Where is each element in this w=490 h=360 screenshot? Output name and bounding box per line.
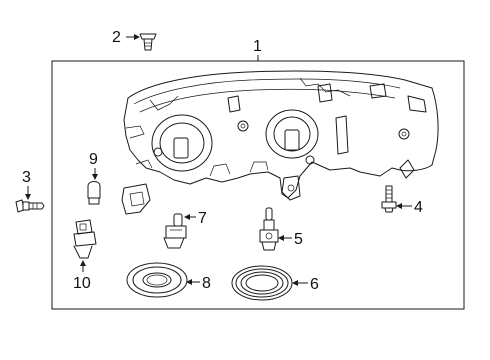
callout-1: 1 xyxy=(253,38,262,55)
part-7-bulb-socket xyxy=(163,213,187,249)
callout-3: 3 xyxy=(22,169,31,186)
part-8-seal-ring xyxy=(126,262,188,298)
callout-8: 8 xyxy=(202,275,211,292)
callout-4: 4 xyxy=(414,199,423,216)
part-5-bulb xyxy=(259,207,279,251)
part-6-seal-cap xyxy=(231,265,293,301)
callout-10: 10 xyxy=(73,275,91,292)
part-4-bolt xyxy=(381,185,397,213)
callout-7: 7 xyxy=(198,210,207,227)
leader-lines xyxy=(25,34,412,286)
part-10-socket xyxy=(73,219,97,259)
callout-6: 6 xyxy=(310,276,319,293)
callout-2: 2 xyxy=(112,29,121,46)
part-2-clip xyxy=(139,33,157,51)
callout-9: 9 xyxy=(89,151,98,168)
headlamp-assembly xyxy=(121,70,439,215)
callout-5: 5 xyxy=(294,231,303,248)
part-9-wedge-bulb xyxy=(87,181,101,205)
part-3-bolt xyxy=(15,199,45,213)
